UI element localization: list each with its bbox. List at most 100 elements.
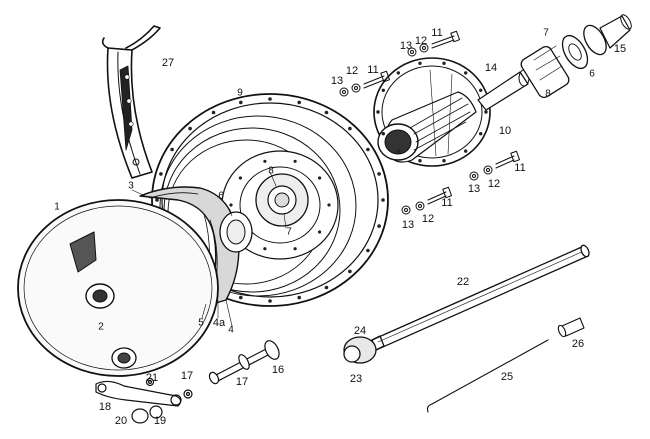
flange-hole — [377, 172, 381, 176]
barrel-hole — [418, 61, 422, 65]
callout-c24: 24 — [354, 325, 366, 337]
callout-c26: 26 — [572, 338, 584, 350]
callout-c21: 21 — [146, 372, 158, 384]
flange-hole — [348, 126, 352, 131]
barrel-hole — [484, 110, 488, 114]
flange-hole — [155, 198, 159, 202]
flange-hole — [348, 269, 352, 274]
callout-c6b: 6 — [589, 69, 595, 80]
barrel-hole — [442, 61, 446, 65]
flange-hole — [324, 285, 329, 290]
callout-c14: 14 — [485, 62, 497, 74]
callout-c17b: 17 — [236, 376, 248, 388]
barrel-hole — [464, 149, 468, 153]
callout-c2: 2 — [98, 322, 104, 333]
callout-labels: 12344a5667788910111111111212121213131313… — [54, 27, 626, 427]
hub-shell-part — [151, 93, 389, 307]
callout-c4: 4 — [228, 325, 234, 336]
barrel-hole — [381, 132, 385, 136]
barrel-hole — [464, 71, 468, 75]
hub-barrel-part — [373, 57, 491, 167]
flange-hole — [263, 159, 267, 163]
flange-hole — [238, 176, 242, 180]
callout-c13b: 13 — [331, 75, 343, 87]
callout-c12c: 12 — [488, 178, 500, 190]
leader-lines — [131, 171, 287, 327]
bolt-set-right-mid — [469, 150, 521, 181]
callout-c11c: 11 — [514, 162, 525, 174]
long-axle-spindle — [343, 244, 590, 364]
flange-hole — [159, 172, 163, 176]
callout-c11d: 11 — [441, 197, 452, 209]
callout-c10: 10 — [499, 125, 511, 137]
callout-c27: 27 — [162, 57, 174, 69]
callout-c7a: 7 — [286, 227, 292, 238]
flange-hole — [366, 248, 370, 253]
flange-hole — [297, 295, 302, 300]
flange-hole — [293, 247, 297, 251]
brake-shoe-assembly — [139, 186, 253, 307]
callout-c12b: 12 — [346, 65, 358, 77]
callout-c15: 15 — [614, 43, 626, 55]
callout-c17a: 17 — [181, 370, 193, 382]
callout-c11a: 11 — [431, 27, 442, 39]
barrel-hole — [381, 88, 385, 93]
callout-c9: 9 — [237, 88, 243, 99]
barrel-hole — [442, 159, 446, 163]
flange-hole — [318, 230, 322, 234]
flange-hole — [211, 110, 216, 115]
callout-c22: 22 — [457, 276, 469, 288]
barrel-hole — [418, 159, 422, 163]
callout-c13a: 13 — [400, 40, 412, 52]
flange-hole — [293, 159, 297, 163]
flange-hole — [318, 176, 322, 180]
callout-c3: 3 — [128, 181, 134, 192]
flange-hole — [268, 299, 272, 303]
rim-segment-part — [101, 25, 161, 179]
callout-c18: 18 — [99, 401, 111, 413]
barrel-holes — [376, 61, 488, 163]
bolt-set-upper-mid — [339, 70, 391, 97]
flange-hole — [327, 203, 331, 207]
callout-c4a: 4a — [213, 317, 226, 329]
bolt-set-lower-mid — [401, 186, 453, 215]
callout-c7b: 7 — [543, 28, 549, 39]
callout-c20: 20 — [115, 415, 127, 427]
spoke-and-nipple — [426, 317, 585, 413]
barrel-hole — [479, 132, 483, 136]
callout-c8b: 8 — [545, 89, 551, 100]
flange-hole — [229, 203, 233, 207]
callout-c6a: 6 — [218, 191, 224, 202]
axle-bearing-stack — [477, 14, 632, 111]
flange-hole — [377, 224, 381, 228]
flange-hole — [263, 247, 267, 251]
brake-cam-spindle — [208, 340, 280, 385]
callout-c16: 16 — [272, 364, 284, 376]
callout-c13c: 13 — [468, 183, 480, 195]
brake-backplate-part — [17, 199, 219, 377]
callout-c5: 5 — [198, 318, 204, 329]
flange-hole — [268, 97, 272, 101]
callout-c1: 1 — [54, 202, 60, 213]
callout-c25: 25 — [501, 371, 513, 383]
flange-hole — [297, 100, 302, 105]
flange-hole — [366, 147, 370, 152]
flange-hole — [239, 295, 243, 300]
callout-c12d: 12 — [422, 213, 434, 225]
flange-hole — [170, 147, 174, 152]
flange-hole — [188, 126, 192, 131]
flange-hole — [381, 198, 385, 202]
barrel-hole — [479, 88, 483, 93]
bolt-set-top-right — [407, 30, 461, 57]
barrel-hole — [396, 149, 400, 153]
callout-c11b: 11 — [367, 64, 378, 76]
flange-hole — [239, 100, 243, 105]
callout-c19: 19 — [154, 415, 166, 427]
callout-c8a: 8 — [268, 166, 274, 177]
barrel-hole — [376, 110, 380, 114]
barrel-hole — [396, 71, 400, 75]
brake-lever-set — [95, 377, 193, 424]
callout-c12a: 12 — [415, 35, 427, 47]
callout-c13d: 13 — [402, 219, 414, 231]
